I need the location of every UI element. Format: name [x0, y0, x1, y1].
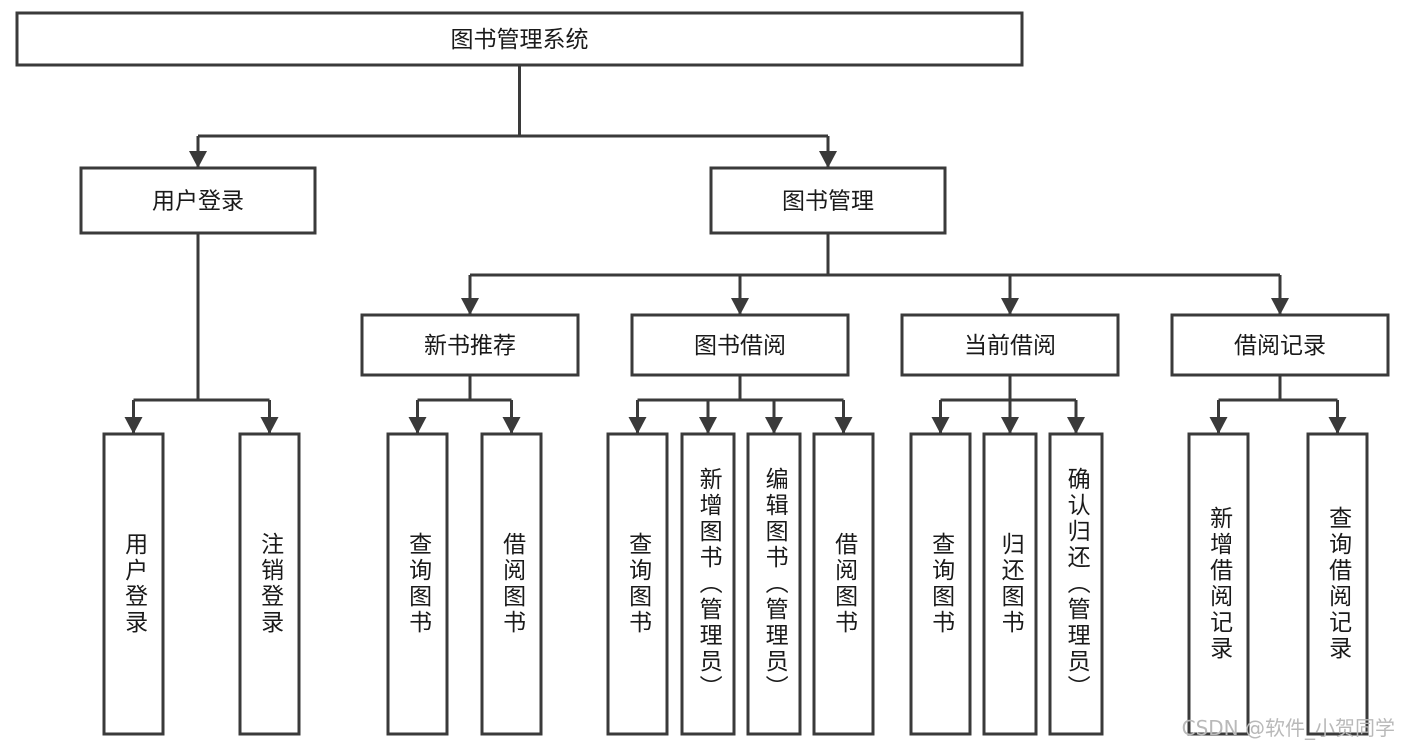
node-current-borrow-label: 当前借阅: [964, 333, 1056, 359]
arrow-to-new-book-recommend: [461, 298, 479, 315]
node-leaf-add-record[interactable]: 新增借阅记录: [1187, 432, 1250, 736]
connector-layer: [124, 65, 1347, 434]
node-leaf-return-book[interactable]: 归还图书: [982, 432, 1038, 736]
arrow-to-leaf-return-book: [1001, 417, 1019, 434]
arrow-to-book-management: [819, 151, 837, 168]
arrow-to-leaf-user-login: [124, 417, 143, 434]
node-leaf-logout-label: 注销登录: [257, 532, 283, 636]
node-leaf-borrow-book-1[interactable]: 借阅图书: [480, 432, 543, 736]
node-leaf-query-book-2[interactable]: 查询图书: [606, 432, 669, 736]
arrow-to-leaf-borrow-book-2: [834, 417, 853, 434]
node-new-book-recommend-label: 新书推荐: [424, 333, 516, 359]
node-leaf-borrow-book-1-label: 借阅图书: [499, 532, 525, 636]
node-borrow-record-label: 借阅记录: [1234, 333, 1326, 359]
node-leaf-return-book-label: 归还图书: [997, 532, 1023, 636]
node-book-borrow-label: 图书借阅: [694, 333, 786, 359]
node-leaf-borrow-book-2-label: 借阅图书: [831, 532, 857, 636]
arrow-to-leaf-query-book-2: [628, 417, 647, 434]
arrow-to-leaf-confirm-return: [1067, 417, 1085, 434]
node-leaf-query-book-3-label: 查询图书: [928, 532, 954, 636]
node-leaf-borrow-book-2[interactable]: 借阅图书: [812, 432, 875, 736]
node-user-login[interactable]: 用户登录: [79, 166, 317, 235]
node-leaf-query-book-3[interactable]: 查询图书: [909, 432, 972, 736]
arrow-to-book-borrow: [731, 298, 749, 315]
node-user-login-label: 用户登录: [152, 189, 244, 215]
node-leaf-query-record[interactable]: 查询借阅记录: [1306, 432, 1369, 736]
node-leaf-confirm-return[interactable]: 确认归还（管理员）: [1048, 432, 1104, 736]
arrow-to-leaf-query-book-3: [931, 417, 950, 434]
arrow-to-leaf-query-record: [1328, 417, 1347, 434]
node-book-borrow[interactable]: 图书借阅: [630, 313, 850, 377]
arrow-to-leaf-edit-book: [765, 417, 783, 434]
node-layer: 图书管理系统用户登录图书管理新书推荐图书借阅当前借阅借阅记录用户登录注销登录查询…: [15, 11, 1390, 736]
node-leaf-query-record-label: 查询借阅记录: [1325, 506, 1351, 662]
arrow-to-leaf-add-book: [699, 417, 717, 434]
node-leaf-logout[interactable]: 注销登录: [238, 432, 301, 736]
arrow-to-current-borrow: [1001, 298, 1019, 315]
node-leaf-user-login[interactable]: 用户登录: [102, 432, 165, 736]
arrow-to-leaf-add-record: [1209, 417, 1228, 434]
arrow-to-leaf-borrow-book-1: [502, 417, 521, 434]
node-new-book-recommend[interactable]: 新书推荐: [360, 313, 580, 377]
arrow-to-user-login: [189, 151, 207, 168]
node-book-management-label: 图书管理: [782, 189, 874, 215]
node-leaf-query-book-1-label: 查询图书: [405, 532, 431, 636]
node-leaf-add-book[interactable]: 新增图书（管理员）: [680, 432, 736, 736]
node-leaf-edit-book[interactable]: 编辑图书（管理员）: [746, 432, 802, 736]
node-title-system-label: 图书管理系统: [451, 27, 589, 53]
node-borrow-record[interactable]: 借阅记录: [1170, 313, 1390, 377]
node-title-system[interactable]: 图书管理系统: [15, 11, 1024, 67]
node-current-borrow[interactable]: 当前借阅: [900, 313, 1120, 377]
node-leaf-confirm-return-label: 确认归还（管理员）: [1063, 467, 1089, 701]
node-leaf-user-login-label: 用户登录: [121, 532, 147, 636]
node-leaf-edit-book-label: 编辑图书（管理员）: [761, 467, 787, 701]
arrow-to-leaf-query-book-1: [408, 417, 427, 434]
node-book-management[interactable]: 图书管理: [709, 166, 947, 235]
node-leaf-add-record-label: 新增借阅记录: [1206, 506, 1232, 662]
node-leaf-query-book-2-label: 查询图书: [625, 532, 651, 636]
arrow-to-borrow-record: [1271, 298, 1289, 315]
node-leaf-add-book-label: 新增图书（管理员）: [695, 467, 721, 701]
node-leaf-query-book-1[interactable]: 查询图书: [386, 432, 449, 736]
arrow-to-leaf-logout: [260, 417, 279, 434]
